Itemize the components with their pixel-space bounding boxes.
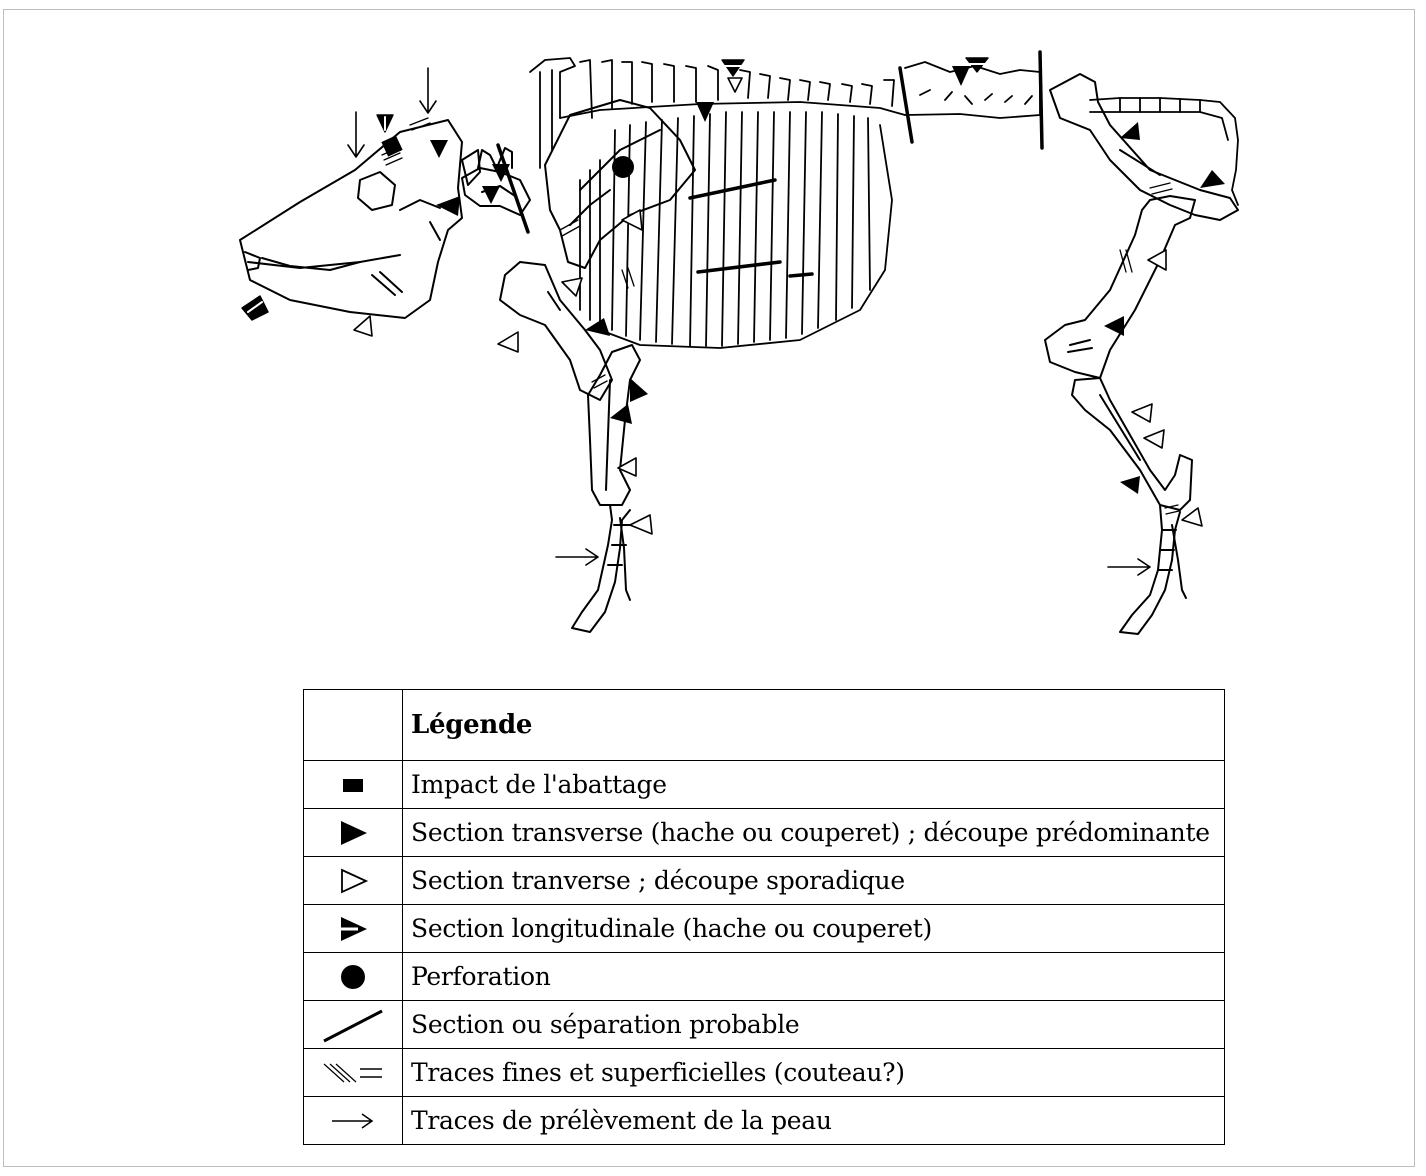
legend-label: Traces fines et superficielles (couteau?… xyxy=(403,1049,1225,1097)
thoracic-spines xyxy=(530,58,905,168)
legend-row: Perforation xyxy=(304,953,1225,1001)
legend-label: Perforation xyxy=(403,953,1225,1001)
skin-arrows xyxy=(348,68,1150,575)
legend-header-blank xyxy=(304,690,403,761)
perforation-mark xyxy=(612,156,634,178)
pelvis xyxy=(1050,74,1238,220)
scapula xyxy=(545,100,695,268)
open-triangle-icon xyxy=(336,866,370,896)
legend-symbol-cell xyxy=(304,857,403,905)
legend-symbol-cell xyxy=(304,953,403,1001)
filled-triangle-marks xyxy=(430,66,1225,494)
fine-lines-icon xyxy=(318,1058,388,1088)
legend-symbol-cell xyxy=(304,761,403,809)
legend-label: Traces de prélèvement de la peau xyxy=(403,1097,1225,1145)
filled-square-icon xyxy=(338,774,368,796)
legend-table: Légende Impact de l'abattage Section tra… xyxy=(303,689,1225,1145)
legend-row: Traces de prélèvement de la peau xyxy=(304,1097,1225,1145)
legend-label: Section ou séparation probable xyxy=(403,1001,1225,1049)
legend-header-row: Légende xyxy=(304,690,1225,761)
legend-row: Section ou séparation probable xyxy=(304,1001,1225,1049)
pig-skeleton-diagram xyxy=(0,0,1426,680)
legend-label: Section longitudinale (hache ou couperet… xyxy=(403,905,1225,953)
filled-triangle-icon xyxy=(336,818,370,848)
legend-label: Section tranverse ; découpe sporadique xyxy=(403,857,1225,905)
legend-row: Traces fines et superficielles (couteau?… xyxy=(304,1049,1225,1097)
legend-row: Section longitudinale (hache ou couperet… xyxy=(304,905,1225,953)
split-triangle-icon xyxy=(336,914,370,944)
legend-symbol-cell xyxy=(304,1001,403,1049)
slash-line-icon xyxy=(318,1005,388,1045)
legend-symbol-cell xyxy=(304,905,403,953)
front-leg xyxy=(500,262,640,632)
legend-row: Section tranverse ; découpe sporadique xyxy=(304,857,1225,905)
legend-row: Section transverse (hache ou couperet) ;… xyxy=(304,809,1225,857)
lumbar-vertebrae xyxy=(905,62,1040,118)
legend-row: Impact de l'abattage xyxy=(304,761,1225,809)
open-triangle-marks xyxy=(354,78,1202,534)
legend-symbol-cell xyxy=(304,1049,403,1097)
legend-title: Légende xyxy=(403,690,1225,761)
legend-symbol-cell xyxy=(304,1097,403,1145)
femur xyxy=(1045,196,1195,378)
tail xyxy=(1090,98,1238,205)
legend-label: Impact de l'abattage xyxy=(403,761,1225,809)
filled-circle-icon xyxy=(338,962,368,992)
legend-label: Section transverse (hache ou couperet) ;… xyxy=(403,809,1225,857)
thin-arrow-icon xyxy=(328,1109,378,1133)
legend-symbol-cell xyxy=(304,809,403,857)
